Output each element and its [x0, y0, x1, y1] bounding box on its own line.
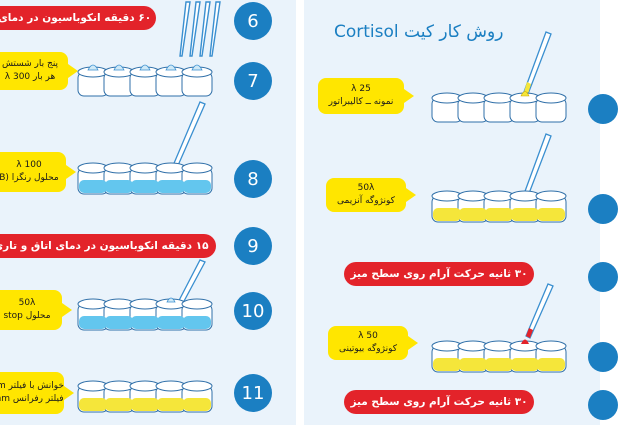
multichannel-pipette-icon	[179, 1, 221, 57]
step-8-well-strip	[77, 162, 213, 195]
sample-note-pointer	[404, 89, 414, 103]
step-10-note-line-2: محلول stop	[3, 311, 51, 321]
biotin-conjugate-note: 50 λ کونژوگه بیوتینی	[328, 326, 408, 360]
enzyme-conjugate-note: 50λ کونژوگه آنزیمی	[326, 178, 406, 212]
step-9-number-badge: 9	[234, 227, 272, 265]
step-7-note-pointer	[68, 64, 78, 78]
sample-step-badge	[588, 94, 618, 124]
enzyme-note-line-2: کونژوگه آنزیمی	[337, 196, 395, 206]
biotin-note-pointer	[408, 336, 418, 350]
sample-well-strip	[431, 91, 567, 123]
shake-step-2-badge	[588, 390, 618, 420]
right-protocol-panel: روش کار کیت Cortisol 25 λ نمونه ــ کالیب…	[304, 0, 618, 425]
step-7-note-line-1: پنج بار شستش	[1, 59, 59, 69]
step-6-red-banner: ۶۰ دقیقه انکوباسیون در دمای ا	[0, 6, 156, 30]
biotin-pipette-icon	[525, 283, 554, 339]
step-7-wash-note: پنج بار شستش هر بار λ 300	[0, 52, 68, 90]
sample-volume-note: 25 λ نمونه ــ کالیبراتور	[318, 78, 404, 114]
enzyme-note-line-1: 50λ	[357, 183, 375, 193]
biotin-note-line-2: کونژوگه بیوتینی	[338, 344, 398, 354]
enzyme-well-strip	[431, 190, 567, 223]
step-11-note-line-2: فیلتر رفرانس mm	[0, 394, 64, 404]
step-11-reading-note: خوانش با فیلتر nm فیلتر رفرانس mm	[0, 372, 64, 414]
step-8-note-line-2: محلول رنگزا (B	[0, 173, 59, 183]
left-protocol-panel: ۶۰ دقیقه انکوباسیون در دمای ا 6 پنج بار …	[0, 0, 296, 425]
step-10-note-line-1: 50λ	[18, 298, 36, 308]
step-8-chromogen-note: 100 λ محلول رنگزا (B	[0, 152, 66, 192]
step-8-number-badge: 8	[234, 160, 272, 198]
biotin-step-badge	[588, 342, 618, 372]
protocol-title: روش کار کیت Cortisol	[334, 22, 504, 42]
sample-note-line-1: 25 λ	[351, 84, 371, 94]
panel-divider	[296, 0, 304, 425]
step-9-red-banner: ۱۵ دقیقه انکوباسیون در دمای اتاق و تاری	[0, 234, 216, 258]
enzyme-note-pointer	[406, 188, 416, 202]
shake-banner-2: ۳۰ ثانیه حرکت آرام روی سطح میز	[344, 390, 534, 414]
sample-note-line-2: نمونه ــ کالیبراتور	[328, 97, 394, 107]
step-8-note-pointer	[66, 165, 76, 179]
step-10-number-badge: 10	[234, 292, 272, 330]
step-7-well-strip	[77, 64, 213, 97]
step-10-stop-note: 50λ محلول stop	[0, 290, 62, 330]
step-11-note-line-1: خوانش با فیلتر nm	[0, 381, 64, 391]
step-8-note-line-1: 100 λ	[16, 160, 42, 170]
biotin-well-strip	[431, 339, 567, 373]
shake-step-1-badge	[588, 262, 618, 292]
step-10-note-pointer	[62, 303, 72, 317]
step-7-number-badge: 7	[234, 62, 272, 100]
step-10-well-strip	[77, 297, 213, 331]
step-11-number-badge: 11	[234, 374, 272, 412]
step-6-number-badge: 6	[234, 2, 272, 40]
biotin-note-line-1: 50 λ	[358, 331, 378, 341]
step-11-note-pointer	[64, 386, 74, 400]
step-11-well-strip	[77, 380, 213, 413]
step-7-note-line-2: هر بار λ 300	[4, 72, 56, 82]
enzyme-step-badge	[588, 194, 618, 224]
shake-banner-1: ۳۰ ثانیه حرکت آرام روی سطح میز	[344, 262, 534, 286]
